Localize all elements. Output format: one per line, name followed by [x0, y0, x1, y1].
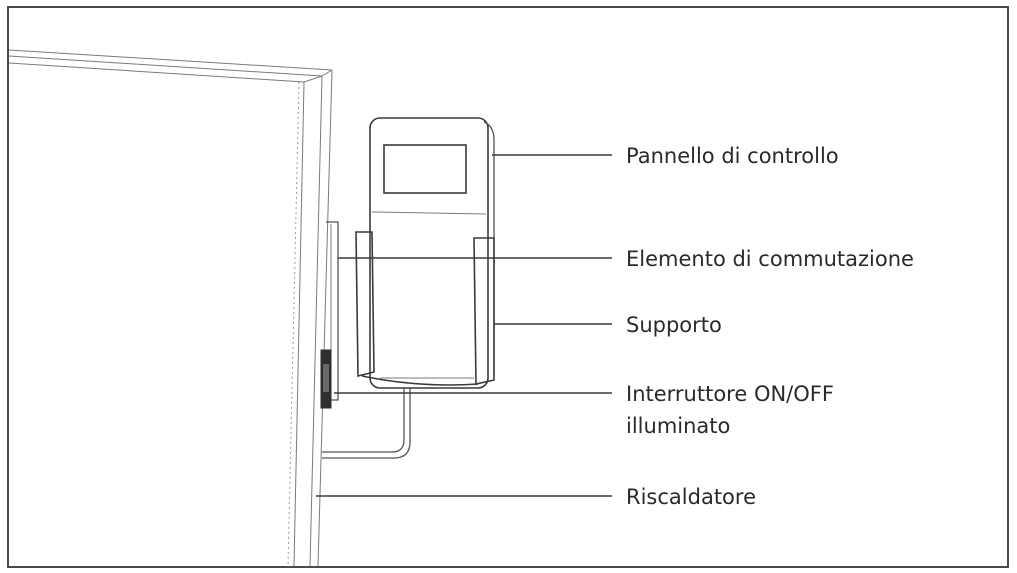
- diagram-border: [7, 6, 1009, 568]
- switching-element: [320, 221, 339, 409]
- control-panel-device: [369, 117, 495, 389]
- label-switch-line1: Interruttore ON/OFF: [626, 382, 834, 406]
- label-switching-element: Elemento di commutazione: [626, 247, 914, 271]
- label-switch-line2: illuminato: [626, 414, 730, 438]
- label-control-panel: Pannello di controllo: [626, 144, 839, 168]
- display-screen: [383, 144, 467, 194]
- cable: [322, 372, 405, 453]
- label-heater: Riscaldatore: [626, 485, 756, 509]
- holder-bracket: [355, 231, 495, 386]
- label-holder: Supporto: [626, 313, 722, 337]
- heater-panel: [8, 49, 333, 567]
